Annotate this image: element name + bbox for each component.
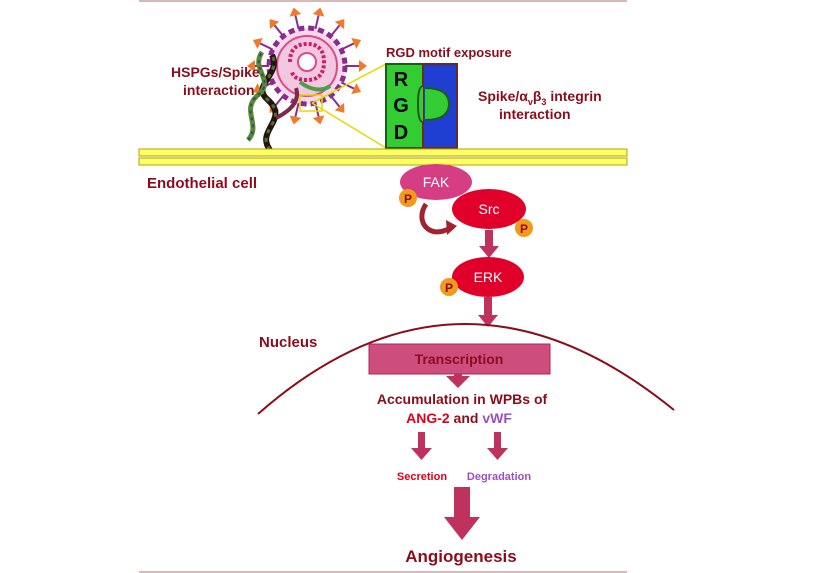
- virus-spike-head: [312, 115, 325, 125]
- autophosphorylation-arrowhead: [446, 220, 457, 235]
- virus-spike-head: [359, 60, 367, 72]
- rgd-exposure-label: RGD motif exposure: [386, 45, 512, 60]
- arrow-angiogenesis-shaft: [454, 487, 470, 519]
- virus-spike-head: [252, 38, 263, 49]
- phospho-fak: [399, 189, 417, 207]
- hspgs-label-line2: interaction: [183, 82, 255, 98]
- arrow-secretion-head: [411, 448, 432, 460]
- virus-spike-stem: [259, 42, 274, 51]
- erk-node: [452, 257, 524, 297]
- secretion-label: Secretion: [397, 471, 447, 483]
- hspg-chain-icon: [245, 50, 332, 152]
- phospho-src: [515, 219, 533, 237]
- arrow-erk-nucleus-shaft: [484, 297, 492, 317]
- angiogenesis-label: Angiogenesis: [405, 547, 516, 566]
- autophosphorylation-arrow: [419, 202, 452, 235]
- integrin-label-line2: interaction: [499, 106, 571, 122]
- virus-spike-head: [351, 83, 362, 94]
- degradation-label: Degradation: [467, 471, 531, 483]
- phospho-erk-label: P: [445, 281, 453, 295]
- virus-spike-head: [247, 60, 255, 72]
- src-label: Src: [479, 201, 500, 217]
- arrow-erk-nucleus-head: [478, 315, 498, 327]
- virus-spike-head: [269, 19, 280, 30]
- phospho-src-label: P: [520, 222, 528, 236]
- virus-spike-head: [334, 19, 345, 30]
- integrin-label-line1: Spike/αvβ3 integrin: [478, 88, 602, 107]
- arrow-secretion-shaft: [418, 432, 425, 450]
- virus-spike-stem: [340, 81, 355, 90]
- virus-spike-head: [289, 115, 302, 125]
- coronavirus-icon: [247, 7, 367, 125]
- rgd-integrin-icon: R G D: [385, 63, 458, 149]
- endothelial-cell-label: Endothelial cell: [147, 175, 257, 192]
- ang2-vwf-label: ANG-2 and vWF: [406, 410, 512, 426]
- phospho-erk: [440, 278, 458, 296]
- transcription-box: [368, 343, 551, 375]
- nucleus-envelope: [257, 323, 675, 415]
- arrow-src-erk-shaft: [485, 230, 493, 248]
- virus-spike-head: [312, 7, 325, 17]
- phospho-fak-label: P: [404, 192, 412, 206]
- arrow-angiogenesis-head: [444, 517, 480, 540]
- arrow-transcription-head: [446, 376, 470, 388]
- rgd-letter-d: D: [394, 122, 408, 144]
- arrow-degradation-shaft: [494, 432, 501, 450]
- fak-label: FAK: [423, 174, 450, 190]
- erk-label: ERK: [474, 269, 503, 285]
- cell-membrane: [138, 148, 628, 166]
- src-node: [452, 189, 526, 229]
- hspgs-label-line1: HSPGs/Spike: [171, 64, 260, 80]
- virus-spike-stem: [314, 15, 320, 30]
- virus-spike-head: [334, 102, 345, 113]
- rgd-letter-g: G: [393, 95, 409, 117]
- rgd-letter-r: R: [394, 69, 409, 91]
- arrow-degradation-head: [487, 448, 508, 460]
- fak-node: [400, 164, 472, 200]
- accumulation-label: Accumulation in WPBs of: [377, 391, 548, 407]
- virus-spike-head: [289, 7, 302, 17]
- nucleus-label: Nucleus: [259, 334, 317, 351]
- virus-spike-stem: [294, 102, 300, 117]
- transcription-label: Transcription: [415, 351, 504, 367]
- arrow-src-erk-head: [479, 246, 499, 258]
- virus-spike-head: [351, 38, 362, 49]
- zoom-lines: [299, 63, 387, 149]
